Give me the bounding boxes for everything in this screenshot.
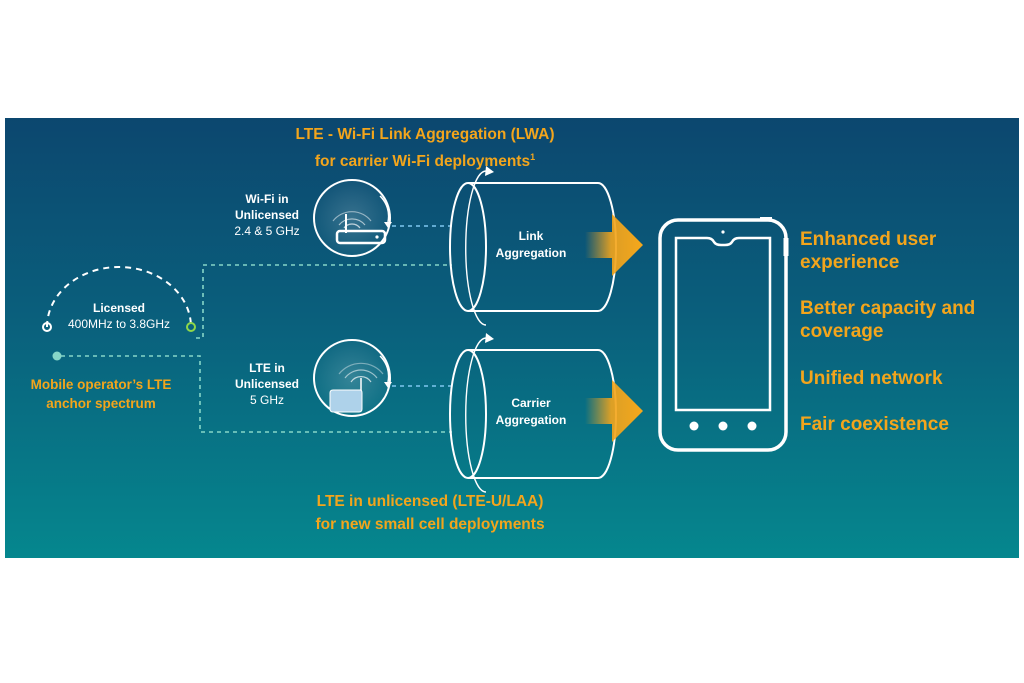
benefit-1-line2: experience bbox=[800, 252, 900, 273]
carrier-aggregation-line2: Aggregation bbox=[495, 413, 567, 427]
lte-band-line1: LTE in bbox=[249, 361, 285, 375]
licensed-connector bbox=[196, 264, 452, 339]
lwa-title: LTE - Wi-Fi Link Aggregation (LWA) for c… bbox=[230, 124, 620, 173]
carrier-aggregation-label: Carrier Aggregation bbox=[476, 395, 586, 429]
laa-title: LTE in unlicensed (LTE-U/LAA) for new sm… bbox=[240, 490, 620, 536]
wifi-band-line2: Unlicensed bbox=[234, 208, 300, 222]
anchor-line2: anchor spectrum bbox=[46, 396, 156, 411]
carrier-aggregation-line1: Carrier bbox=[511, 396, 551, 410]
wifi-band-line3: 2.4 & 5 GHz bbox=[234, 224, 300, 238]
licensed-label: Licensed 400MHz to 3.8GHz bbox=[52, 300, 186, 332]
benefit-unified-network: Unified network bbox=[800, 368, 943, 389]
lwa-title-line2: for carrier Wi-Fi deployments bbox=[314, 153, 531, 171]
link-aggregation-line1: Link bbox=[518, 229, 544, 243]
licensed-line2: 400MHz to 3.8GHz bbox=[67, 317, 171, 331]
lwa-footnote: 1 bbox=[530, 152, 536, 162]
anchor-line1: Mobile operator’s LTE bbox=[30, 377, 172, 392]
arrow-right-icon bbox=[585, 380, 643, 442]
laa-title-line1: LTE in unlicensed (LTE-U/LAA) bbox=[316, 493, 544, 510]
licensed-line1: Licensed bbox=[92, 301, 146, 315]
lte-band-line2: Unlicensed bbox=[234, 377, 300, 391]
benefit-capacity-coverage: Better capacity and coverage bbox=[800, 297, 975, 343]
smartphone-icon bbox=[658, 217, 789, 452]
lte-band-line3: 5 GHz bbox=[249, 393, 284, 407]
benefit-fair-coexistence: Fair coexistence bbox=[800, 414, 949, 435]
licensed-arc bbox=[42, 266, 196, 332]
link-aggregation-label: Link Aggregation bbox=[476, 228, 586, 262]
anchor-spectrum-label: Mobile operator’s LTE anchor spectrum bbox=[6, 375, 196, 413]
laa-title-line2: for new small cell deployments bbox=[315, 516, 545, 533]
benefit-enhanced-experience: Enhanced user experience bbox=[800, 228, 936, 274]
benefit-2-line2: coverage bbox=[800, 321, 884, 342]
wifi-band-label: Wi-Fi in Unlicensed 2.4 & 5 GHz bbox=[214, 191, 320, 239]
anchor-connector bbox=[52, 351, 452, 433]
benefit-2-line1: Better capacity and bbox=[800, 298, 976, 319]
benefit-1-line1: Enhanced user bbox=[800, 229, 937, 250]
lwa-title-line1: LTE - Wi-Fi Link Aggregation (LWA) bbox=[295, 126, 555, 143]
arrow-right-icon bbox=[585, 214, 643, 276]
lte-small-cell-icon bbox=[313, 339, 392, 417]
link-aggregation-line2: Aggregation bbox=[495, 246, 567, 260]
lwa-title-line2-wrap: for carrier Wi-Fi deployments1 bbox=[230, 146, 620, 173]
diagram-panel bbox=[5, 118, 1019, 558]
wifi-band-line1: Wi-Fi in bbox=[245, 192, 289, 206]
lte-band-label: LTE in Unlicensed 5 GHz bbox=[214, 360, 320, 408]
wifi-router-icon bbox=[313, 179, 392, 257]
